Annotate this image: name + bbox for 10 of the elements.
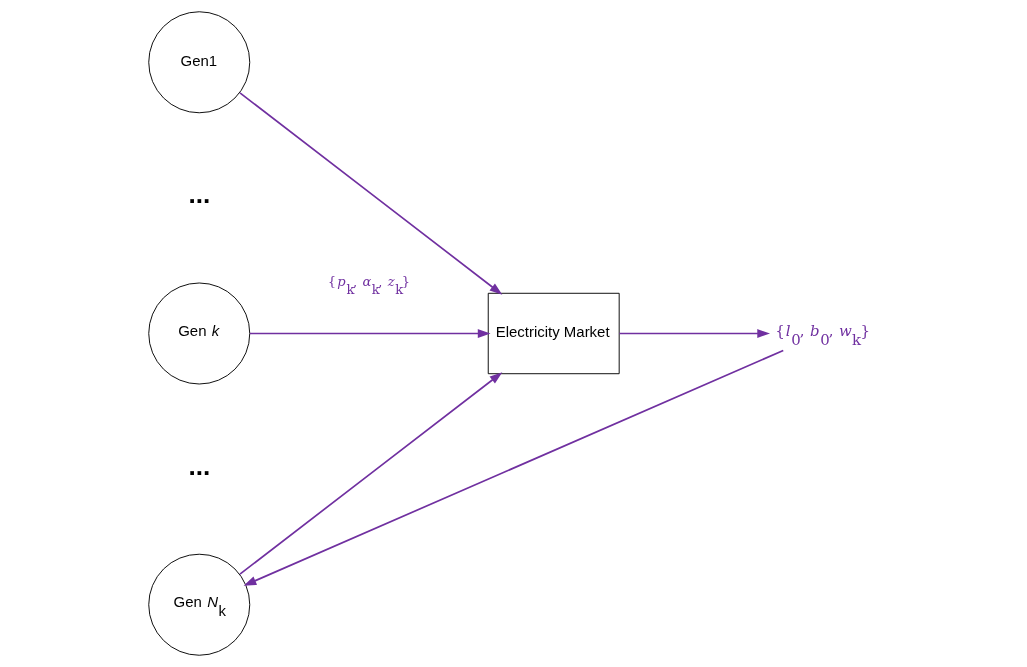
node-box: Electricity Market xyxy=(487,292,620,375)
label: ... xyxy=(188,450,211,481)
label: ... xyxy=(188,179,211,210)
arrow xyxy=(243,349,785,586)
arrow xyxy=(618,329,770,338)
arrow xyxy=(239,92,503,295)
node-circle: Gen1 xyxy=(148,11,251,114)
node-circle: Gen k xyxy=(148,282,251,385)
arrow xyxy=(239,372,503,575)
arrow xyxy=(249,329,491,338)
